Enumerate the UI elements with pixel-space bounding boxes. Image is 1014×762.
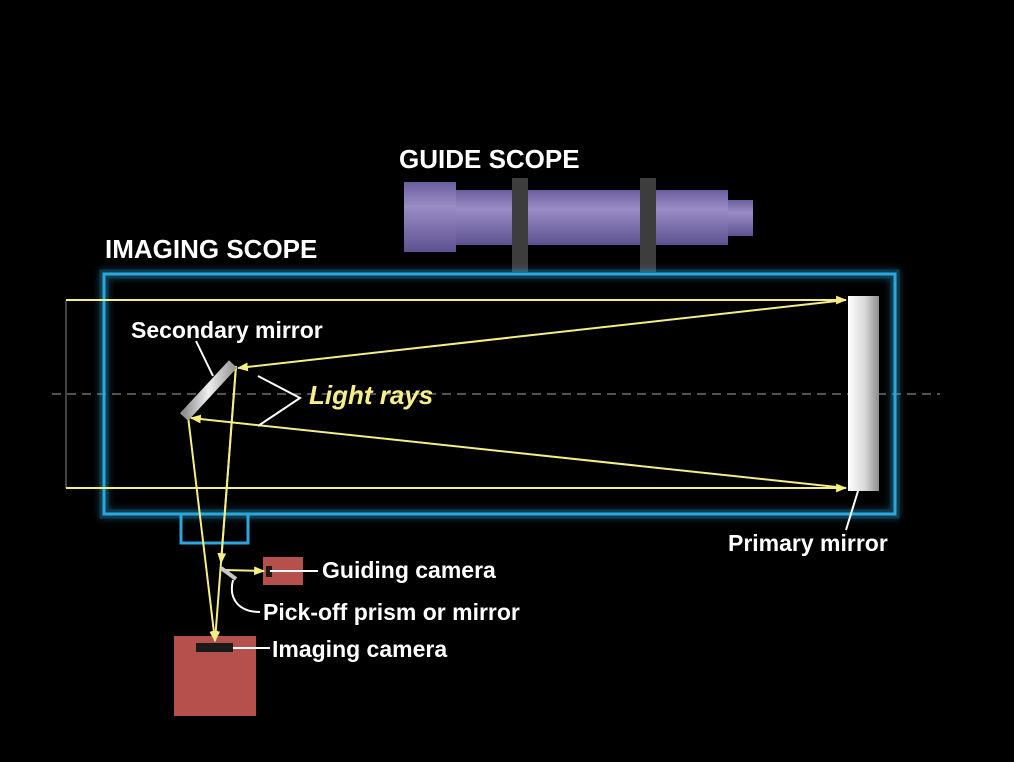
ray-to-imaging-camera-b — [187, 415, 219, 643]
guiding-camera-sensor — [266, 566, 272, 577]
guide-scope-tube — [456, 190, 728, 245]
imaging-camera-label: Imaging camera — [272, 636, 447, 662]
leader-primary — [845, 490, 859, 531]
ray-reflected-top — [236, 299, 847, 372]
imaging-camera-sensor — [196, 643, 233, 652]
ray-to-guiding-camera — [223, 566, 266, 576]
leader-pick-off — [230, 579, 261, 613]
secondary-mirror — [179, 360, 238, 421]
ray-reflected-bottom — [189, 414, 847, 489]
guide-scope-label: GUIDE SCOPE — [399, 144, 580, 174]
guide-scope-focuser — [728, 200, 753, 236]
light-rays-label: Light rays — [309, 380, 433, 410]
ray-to-imaging-camera-a — [211, 365, 237, 643]
guide-scope-dew-shield — [404, 182, 456, 252]
guide-scope-ring-right — [640, 178, 656, 272]
imaging-scope-tube — [99, 269, 900, 519]
leader-secondary — [195, 340, 214, 377]
leader-lines — [195, 340, 859, 649]
imaging-scope-label: IMAGING SCOPE — [105, 234, 317, 264]
guide-scope-ring-left — [512, 178, 528, 272]
guiding-camera-label: Guiding camera — [322, 557, 496, 583]
guide-scope — [404, 178, 753, 272]
light-rays — [66, 295, 848, 643]
pick-off-label: Pick-off prism or mirror — [263, 599, 520, 625]
primary-mirror-label: Primary mirror — [728, 530, 888, 556]
focuser-drawtube — [179, 514, 250, 545]
pick-off-prism — [219, 566, 238, 581]
leader-light-rays — [257, 375, 302, 427]
secondary-mirror-label: Secondary mirror — [131, 317, 323, 343]
primary-mirror — [848, 296, 879, 491]
